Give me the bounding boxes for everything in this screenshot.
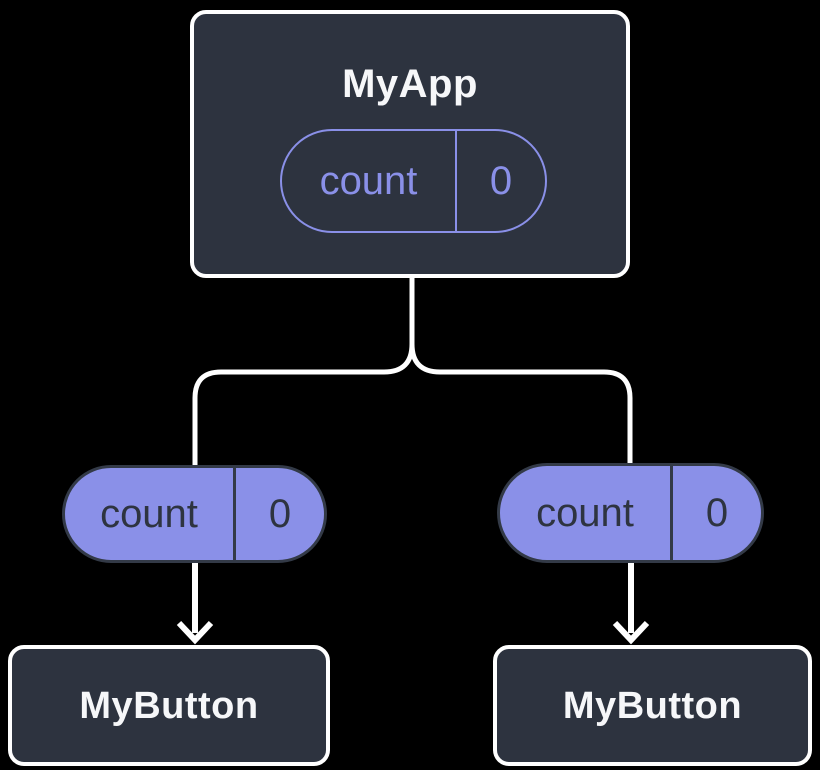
component-node-myapp: MyApp count 0 (190, 10, 630, 278)
pill-label: count (319, 159, 418, 203)
left-branch-line (192, 343, 415, 500)
pill-value: 0 (268, 492, 292, 536)
component-node-mybutton-left: MyButton (8, 645, 330, 766)
component-title: MyButton (79, 684, 259, 727)
component-title: MyButton (562, 684, 743, 727)
pill-value: 0 (705, 491, 729, 535)
pill-divider (233, 468, 236, 560)
right-arrow-head-icon (612, 620, 650, 645)
pill-divider (670, 466, 673, 560)
component-title: MyApp (342, 62, 478, 106)
left-arrow-head-icon (176, 620, 214, 645)
pill-label: count (536, 491, 634, 535)
props-pill-left: count 0 (62, 465, 327, 563)
pill-divider (455, 131, 457, 231)
props-pill-right: count 0 (497, 463, 764, 563)
pill-label: count (100, 492, 198, 536)
state-pill: count 0 (280, 129, 547, 233)
component-node-mybutton-right: MyButton (493, 645, 812, 766)
right-branch-line (409, 343, 633, 500)
pill-value: 0 (489, 159, 513, 203)
